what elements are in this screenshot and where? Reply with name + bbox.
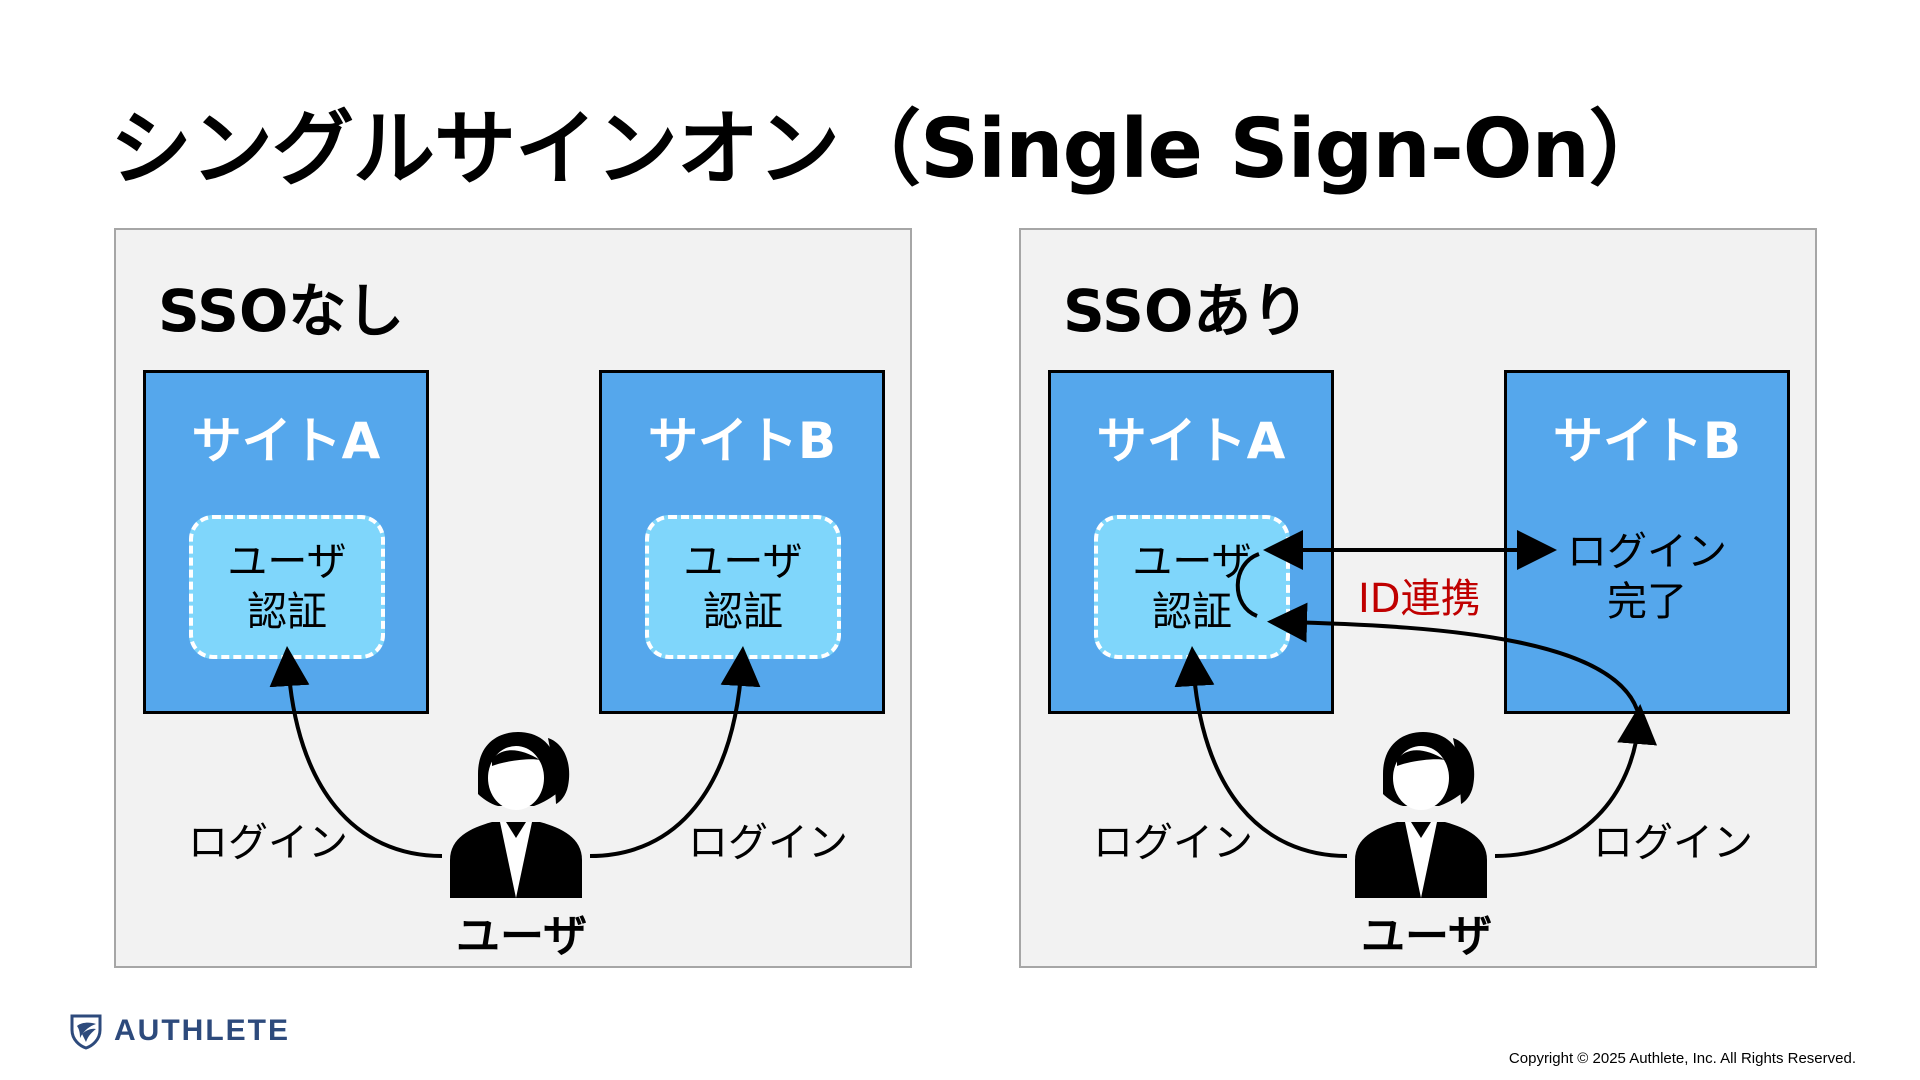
- login-label-left: ログイン: [1093, 820, 1253, 866]
- user-icon: [450, 732, 582, 898]
- auth-line-2: 認証: [247, 589, 327, 635]
- site-a-label: サイトA: [191, 412, 381, 470]
- auth-line-1: ユーザ: [683, 539, 803, 585]
- user-label: ユーザ: [456, 911, 588, 962]
- login-complete-text: ログイン 完了: [1507, 527, 1787, 627]
- user-label: ユーザ: [1361, 911, 1493, 962]
- auth-line-1: ユーザ: [227, 539, 347, 585]
- sso-arrows: [1174, 530, 1658, 858]
- user-auth-box: ユーザ 認証: [189, 515, 385, 659]
- panel-without-sso: SSOなし サイトA ユーザ 認証 サイトB ユーザ 認証 ログイ: [114, 228, 912, 968]
- login-label-right: ログイン: [688, 820, 848, 866]
- logo-text: AUTHLETE: [114, 1014, 290, 1047]
- login-arrow-right: [589, 646, 761, 858]
- user-icon: [1355, 732, 1487, 898]
- panel-heading-without-sso: SSOなし: [158, 277, 405, 345]
- redirect-loop-arrow: [1235, 552, 1260, 618]
- auth-line-2: 認証: [703, 589, 783, 635]
- done-line-2: 完了: [1607, 579, 1687, 625]
- page-title: シングルサインオン（Single Sign-On）: [110, 102, 1671, 197]
- auth-line-2: 認証: [1152, 589, 1232, 635]
- site-a-box: サイトA ユーザ 認証: [143, 370, 429, 714]
- login-label-left: ログイン: [188, 820, 348, 866]
- user-auth-box: ユーザ 認証: [645, 515, 841, 659]
- redirect-arrow: [1267, 602, 1641, 717]
- login-arrow-left: [269, 646, 443, 858]
- login-label-right: ログイン: [1593, 820, 1753, 866]
- login-arrow-left: [1174, 646, 1348, 858]
- login-arrow-right: [1494, 704, 1658, 858]
- copyright-text: Copyright © 2025 Authlete, Inc. All Righ…: [1508, 1050, 1856, 1067]
- id-link-label: ID連携: [1358, 576, 1481, 622]
- auth-line-1: ユーザ: [1132, 539, 1252, 585]
- done-line-1: ログイン: [1567, 529, 1727, 575]
- authlete-logo: AUTHLETE: [68, 1012, 290, 1050]
- login-arrows: [269, 646, 761, 858]
- authlete-logo-icon: [70, 1014, 102, 1050]
- panel-heading-with-sso: SSOあり: [1063, 277, 1310, 345]
- site-b-label: サイトB: [1552, 412, 1742, 470]
- site-b-box: サイトB ユーザ 認証: [599, 370, 885, 714]
- site-a-label: サイトA: [1096, 412, 1286, 470]
- site-b-label: サイトB: [647, 412, 837, 470]
- panel-with-sso: SSOあり サイトA ユーザ 認証 サイトB ログイン 完了: [1019, 228, 1817, 968]
